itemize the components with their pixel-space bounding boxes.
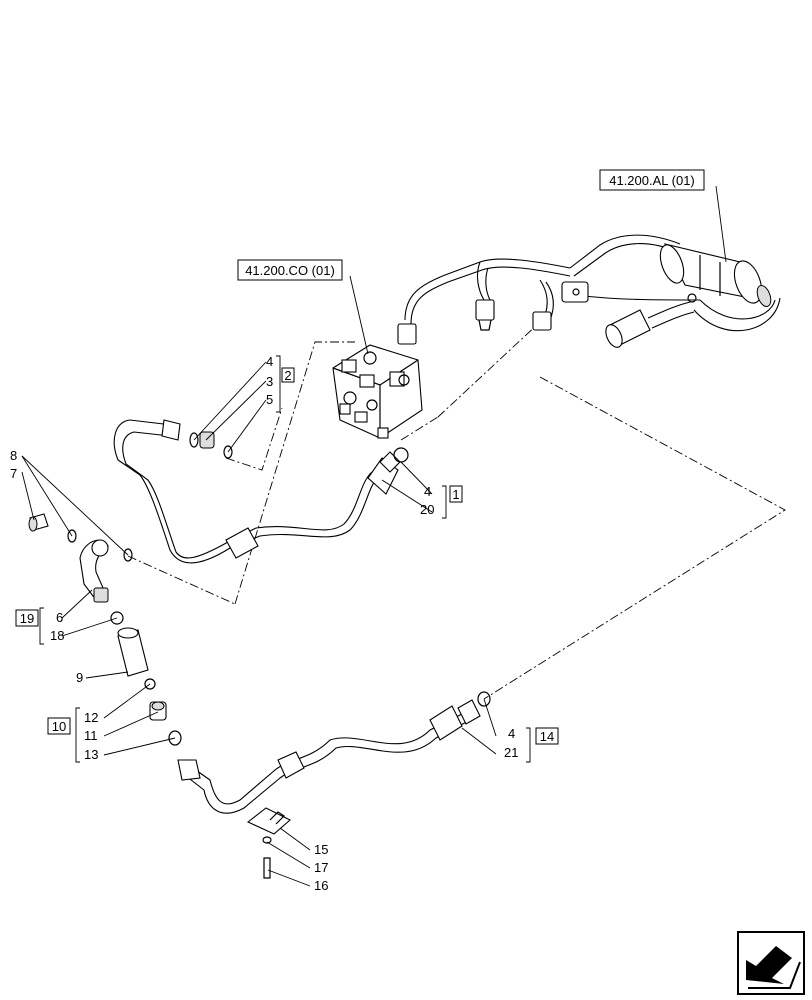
- callout-16: 16: [314, 878, 328, 893]
- callout-3: 3: [266, 374, 273, 389]
- callout-box-1: 1: [452, 487, 459, 502]
- callout-12: 12: [84, 710, 98, 725]
- callout-17: 17: [314, 860, 328, 875]
- reference-al-label: 41.200.AL (01): [609, 173, 695, 188]
- callout-box-2: 2: [284, 368, 291, 383]
- callout-4: 4: [266, 354, 273, 369]
- small-parts: [28, 431, 491, 746]
- callout-13: 13: [84, 747, 98, 762]
- callout-9: 9: [76, 670, 83, 685]
- callout-15: 15: [314, 842, 328, 857]
- callout-20: 20: [420, 502, 434, 517]
- callout-6: 6: [56, 610, 63, 625]
- hydraulic-harness: [397, 234, 781, 348]
- reference-co-label: 41.200.CO (01): [245, 263, 335, 278]
- callout-4-c: 4: [508, 726, 515, 741]
- callout-8: 8: [10, 448, 17, 463]
- callout-box-14: 14: [540, 729, 554, 744]
- callout-21: 21: [504, 745, 518, 760]
- callout-box-19: 19: [20, 611, 34, 626]
- reference-al[interactable]: 41.200.AL (01): [599, 169, 705, 191]
- callout-box-10: 10: [52, 719, 66, 734]
- callout-5: 5: [266, 392, 273, 407]
- upper-pipe: [113, 419, 401, 564]
- clamp-assembly: [246, 807, 291, 879]
- callout-18: 18: [50, 628, 64, 643]
- center-lines: [127, 321, 786, 700]
- lower-pipe: [177, 699, 481, 814]
- return-arrow-icon[interactable]: [737, 931, 805, 995]
- callouts: 4 3 5 2 4 20 1 8 7 19 6 18 9 10 12 11 13…: [10, 354, 559, 893]
- callout-11: 11: [84, 728, 98, 743]
- callout-7: 7: [10, 466, 17, 481]
- leader-lines: [21, 185, 727, 887]
- reference-co[interactable]: 41.200.CO (01): [237, 259, 343, 281]
- callout-4-b: 4: [424, 484, 431, 499]
- control-valve: [332, 344, 423, 439]
